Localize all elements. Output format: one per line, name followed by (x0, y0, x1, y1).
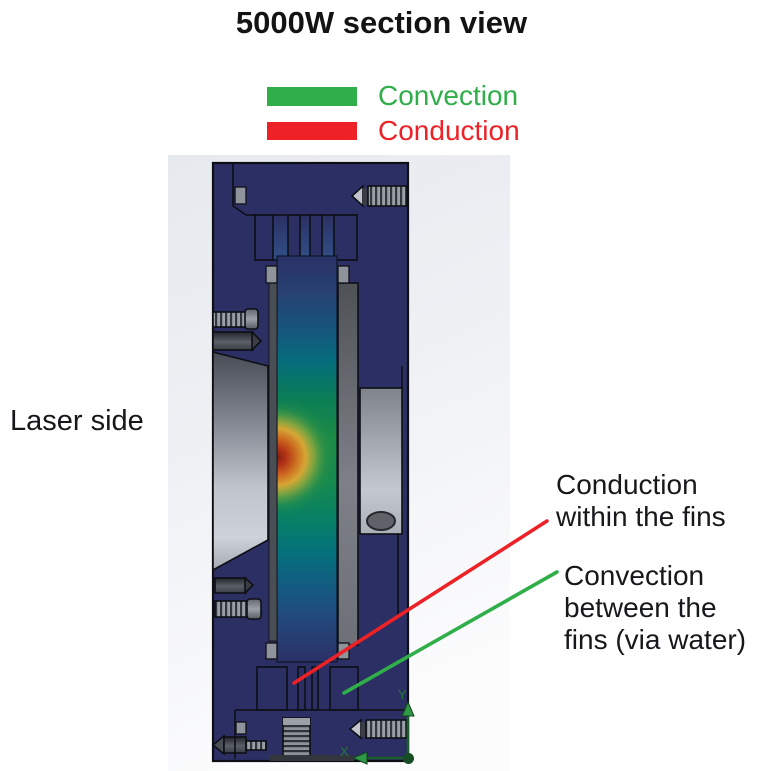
laser-side-label: Laser side (10, 405, 144, 437)
legend-label-conduction: Conduction (378, 115, 520, 146)
central-bar (337, 282, 359, 646)
coordinate-triad: Y X (340, 687, 415, 765)
thermal-gradient-strip (276, 255, 338, 663)
y-axis-label: Y (398, 687, 407, 702)
annotation-line: Convection (564, 560, 705, 591)
annotation-line: Conduction (556, 469, 698, 500)
upper-fins (254, 214, 358, 261)
x-axis-arrowhead (351, 751, 368, 765)
screw-top-right (350, 184, 408, 208)
base-seams (234, 709, 407, 759)
annotation-line: within the fins (556, 501, 726, 532)
annotation-line: fins (via water) (564, 624, 747, 655)
right-seams (397, 366, 403, 618)
divider-strip (268, 282, 278, 642)
thermal-hotspot (277, 398, 336, 516)
upper-slot-glow (273, 215, 337, 260)
screw-left-lower-pointed (214, 576, 255, 595)
right-panel (359, 387, 403, 535)
port-hole (366, 511, 396, 531)
convection-legend-swatch (267, 87, 357, 106)
screw-left-upper-pointed (212, 330, 263, 352)
left-mirror-plate (212, 350, 269, 572)
assembly-section (211, 161, 410, 763)
screw-bottom-right (348, 718, 408, 740)
conduction-leader-line (292, 519, 549, 685)
convection-leader-line (342, 570, 559, 695)
x-axis-label: X (340, 744, 349, 759)
base-clip (235, 721, 247, 735)
screw-left-upper-hatched (212, 308, 259, 330)
screw-bottom-left (211, 734, 267, 756)
page-title: 5000W section view (235, 5, 528, 40)
screw-left-lower-hatched (214, 598, 262, 620)
annotation-convection-label: Convection between the fins (via water) (564, 560, 746, 656)
legend-label-convection: Convection (378, 80, 519, 111)
conduction-legend-swatch (267, 122, 357, 140)
bottom-gasket-strip (270, 755, 354, 761)
annotation-conduction-label: Conduction within the fins (556, 469, 726, 533)
y-axis-arrowhead (401, 700, 415, 717)
threaded-insert-bottom (282, 717, 311, 762)
annotation-line: between the (564, 592, 717, 623)
triad-origin (403, 753, 414, 764)
